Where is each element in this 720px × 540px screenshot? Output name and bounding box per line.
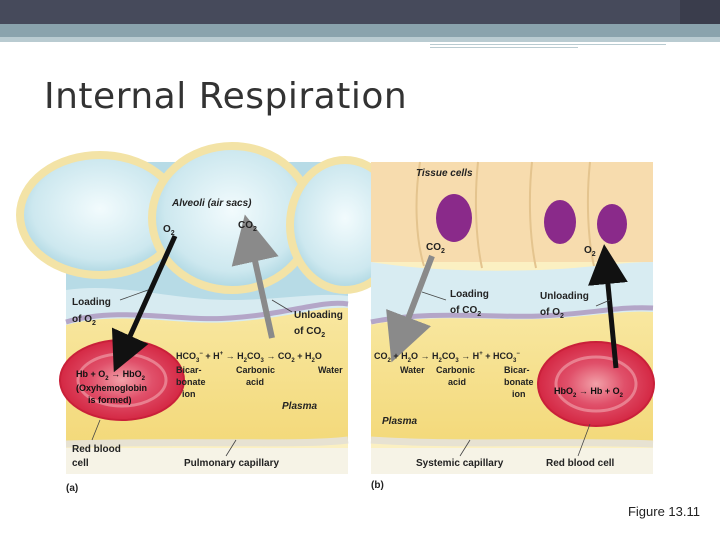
nucleus-2 xyxy=(544,200,576,244)
pulmonary-capillary-label: Pulmonary capillary xyxy=(184,458,279,469)
carbonic-label-b-1: Carbonic xyxy=(436,365,475,375)
carbonic-label-a-2: acid xyxy=(246,377,264,387)
alveoli-label: Alveoli (air sacs) xyxy=(171,198,252,209)
panel-b-label: (b) xyxy=(371,480,384,491)
tissue-cells-label: Tissue cells xyxy=(416,168,473,179)
water-label-a: Water xyxy=(318,365,343,375)
bicar-label-b-3: ion xyxy=(512,389,526,399)
bicar-label-a-1: Bicar- xyxy=(176,365,202,375)
loading-co2-label: Loading xyxy=(450,289,489,300)
rbc-label-b: Red blood cell xyxy=(546,458,615,469)
rbc-label-a-1: Red blood xyxy=(72,444,121,455)
oxyhemoglobin-label-1: (Oxyhemoglobin xyxy=(76,383,147,393)
panel-a: Alveoli (air sacs) O2 CO2 Loading of O2 … xyxy=(20,146,400,474)
systemic-capillary-label: Systemic capillary xyxy=(416,458,504,469)
water-label-b: Water xyxy=(400,365,425,375)
rbc-label-a-2: cell xyxy=(72,458,89,469)
capillary-wall-b-bottom xyxy=(371,440,653,444)
oxyhemoglobin-label-2: is formed) xyxy=(88,395,132,405)
loading-o2-label: Loading xyxy=(72,297,111,308)
bicar-label-a-3: ion xyxy=(182,389,196,399)
bicar-label-a-2: bonate xyxy=(176,377,206,387)
panel-a-label: (a) xyxy=(66,483,78,494)
carbonic-label-a-1: Carbonic xyxy=(236,365,275,375)
bicar-label-b-2: bonate xyxy=(504,377,534,387)
bicar-label-b-1: Bicar- xyxy=(504,365,530,375)
figure-caption: Figure 13.11 xyxy=(628,504,700,519)
plasma-label-b: Plasma xyxy=(382,416,417,427)
nucleus-3 xyxy=(597,204,627,244)
unloading-co2-label: Unloading xyxy=(294,310,343,321)
panel-b: Tissue cells CO2 O2 Loading of CO2 Unloa… xyxy=(371,162,654,474)
nucleus-1 xyxy=(436,194,472,242)
plasma-label-a: Plasma xyxy=(282,401,317,412)
carbonic-label-b-2: acid xyxy=(448,377,466,387)
unloading-o2-label: Unloading xyxy=(540,291,589,302)
